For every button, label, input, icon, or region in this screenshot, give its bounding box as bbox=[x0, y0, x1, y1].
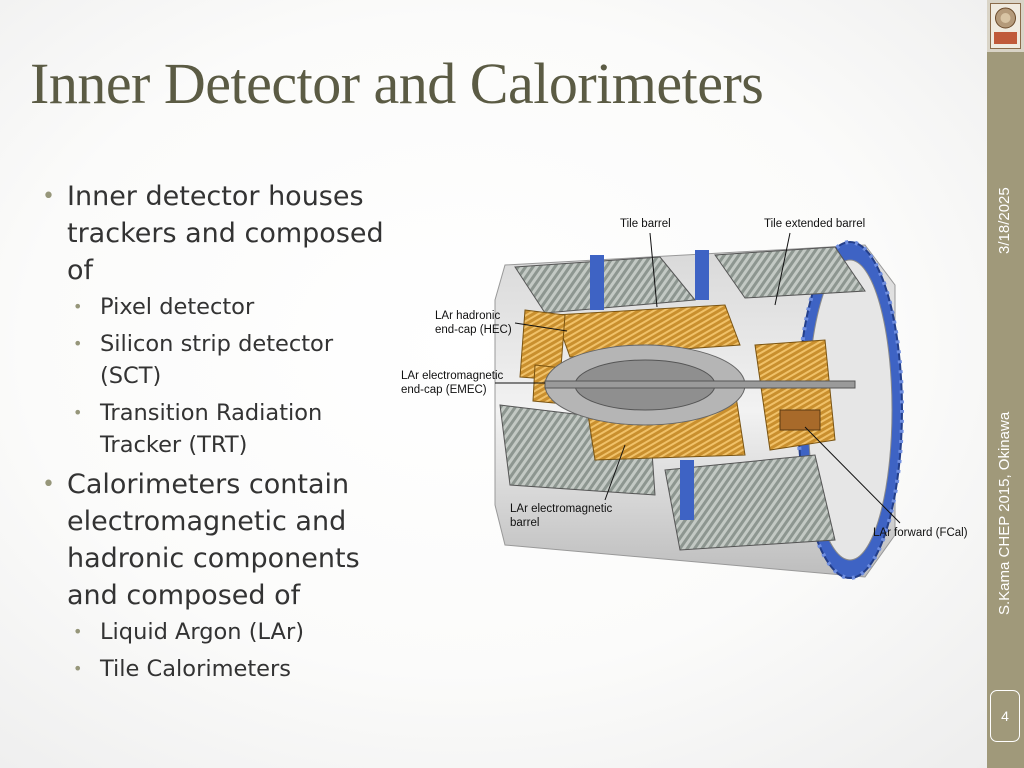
blue-support-1 bbox=[590, 255, 604, 310]
sub-bullet-trt: Transition Radiation Tracker (TRT) bbox=[40, 397, 385, 461]
bullet-list: Inner detector houses trackers and compo… bbox=[40, 178, 385, 690]
sub-bullet-lar: Liquid Argon (LAr) bbox=[40, 616, 385, 648]
page-number: 4 bbox=[990, 690, 1020, 742]
label-lines bbox=[495, 232, 901, 524]
sidebar-logo-area bbox=[987, 0, 1024, 52]
sub-bullet-pixel: Pixel detector bbox=[40, 291, 385, 323]
slide-date: 3/18/2025 bbox=[996, 187, 1013, 254]
label-tile-barrel: Tile barrel bbox=[620, 218, 671, 230]
slide-title: Inner Detector and Calorimeters bbox=[30, 51, 764, 116]
slide-footer: S.Kama CHEP 2015, Okinawa bbox=[996, 411, 1013, 615]
label-fcal: LAr forward (FCal) bbox=[873, 527, 968, 539]
blue-support-2 bbox=[695, 250, 709, 300]
atlas-logo-icon bbox=[990, 3, 1021, 49]
detector-cutaway-svg: Tile barrel Tile extended barrel LAr had… bbox=[401, 218, 968, 580]
beam-pipe bbox=[544, 380, 856, 389]
label-em-barrel-line1: LAr electromagnetic bbox=[510, 503, 613, 515]
label-emec-line1: LAr electromagnetic bbox=[401, 370, 504, 382]
ring-teeth bbox=[796, 240, 904, 580]
bullet-calorimeters: Calorimeters contain electromagnetic and… bbox=[40, 466, 385, 614]
label-em-barrel-line2: barrel bbox=[510, 517, 539, 529]
bullet-inner-detector: Inner detector houses trackers and compo… bbox=[40, 178, 385, 289]
right-sidebar bbox=[987, 0, 1024, 768]
atlas-calorimeter-diagram: Tile barrel Tile extended barrel LAr had… bbox=[395, 205, 985, 580]
sub-bullet-sct: Silicon strip detector (SCT) bbox=[40, 328, 385, 392]
lar-barrel-top bbox=[554, 304, 741, 358]
tile-extended-top bbox=[714, 246, 866, 299]
label-emec-line2: end-cap (EMEC) bbox=[401, 384, 487, 396]
label-tile-extended-barrel: Tile extended barrel bbox=[764, 218, 865, 230]
fcal-plug bbox=[779, 409, 821, 431]
tile-extended-bottom bbox=[664, 454, 836, 551]
label-hec-line1: LAr hadronic bbox=[435, 310, 500, 322]
sub-bullet-tile: Tile Calorimeters bbox=[40, 653, 385, 685]
blue-support-3 bbox=[680, 460, 694, 520]
label-hec-line2: end-cap (HEC) bbox=[435, 324, 512, 336]
